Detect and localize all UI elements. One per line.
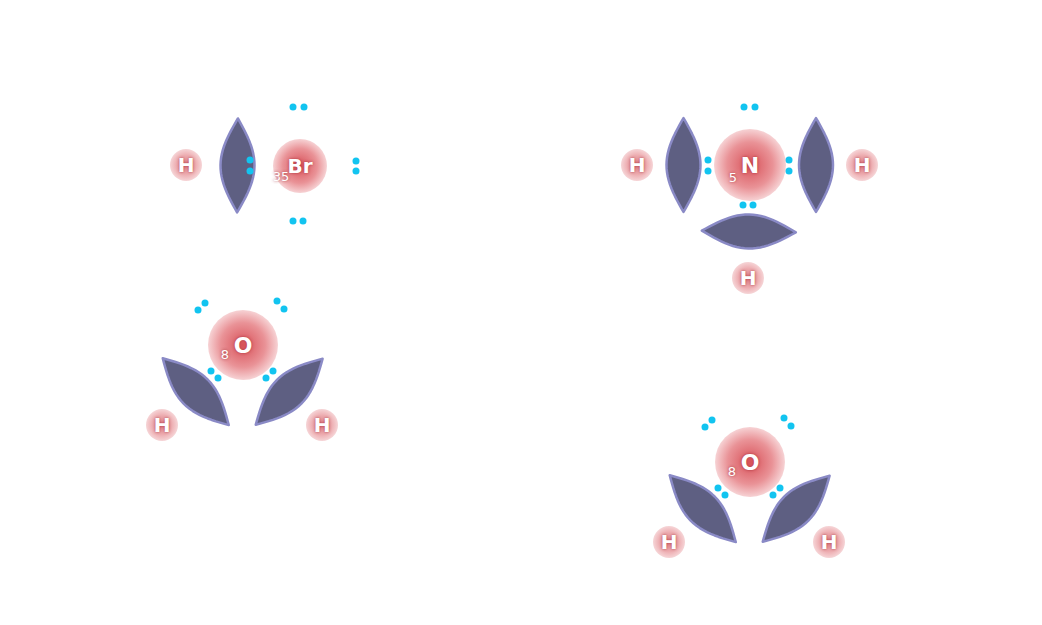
element-symbol: Br bbox=[287, 154, 312, 178]
atom-circle: N5 bbox=[714, 129, 786, 201]
element-symbol: H bbox=[740, 266, 757, 290]
atom-circle: H bbox=[146, 409, 178, 441]
symbol-holder: N bbox=[714, 129, 786, 201]
atom-circle: H bbox=[653, 526, 685, 558]
bond-lens bbox=[702, 215, 796, 249]
symbol-holder: H bbox=[146, 409, 178, 441]
atom-circle: O8 bbox=[208, 310, 278, 380]
atom-circle: Br35 bbox=[273, 139, 327, 193]
element-symbol: H bbox=[314, 413, 331, 437]
atom-circle: H bbox=[621, 149, 653, 181]
element-symbol: H bbox=[178, 153, 195, 177]
symbol-holder: H bbox=[306, 409, 338, 441]
element-symbol: H bbox=[154, 413, 171, 437]
element-symbol: H bbox=[629, 153, 646, 177]
atomic-number: 8 bbox=[728, 465, 736, 478]
atom-circle: H bbox=[306, 409, 338, 441]
symbol-holder: O bbox=[208, 310, 278, 380]
atomic-number: 8 bbox=[221, 348, 229, 361]
electron-pairs bbox=[195, 104, 795, 499]
element-symbol: N bbox=[741, 153, 759, 178]
symbol-holder: Br bbox=[273, 139, 327, 193]
element-symbol: H bbox=[661, 530, 678, 554]
symbol-holder: H bbox=[813, 526, 845, 558]
atomic-number: 5 bbox=[729, 171, 737, 184]
symbol-holder: H bbox=[846, 149, 878, 181]
symbol-holder: H bbox=[653, 526, 685, 558]
element-symbol: O bbox=[234, 333, 253, 358]
atom-circle: O8 bbox=[715, 427, 785, 497]
symbol-holder: O bbox=[715, 427, 785, 497]
symbol-holder: H bbox=[170, 149, 202, 181]
symbol-holder: H bbox=[621, 149, 653, 181]
symbol-holder: H bbox=[732, 262, 764, 294]
atom-circle: H bbox=[813, 526, 845, 558]
element-symbol: H bbox=[854, 153, 871, 177]
bond-lens bbox=[667, 118, 701, 212]
bond-lens bbox=[799, 118, 833, 212]
element-symbol: H bbox=[821, 530, 838, 554]
atomic-number: 35 bbox=[273, 170, 290, 183]
atom-circle: H bbox=[732, 262, 764, 294]
atom-circle: H bbox=[170, 149, 202, 181]
atom-circle: H bbox=[846, 149, 878, 181]
bond-lens bbox=[221, 118, 255, 212]
element-symbol: O bbox=[741, 450, 760, 475]
